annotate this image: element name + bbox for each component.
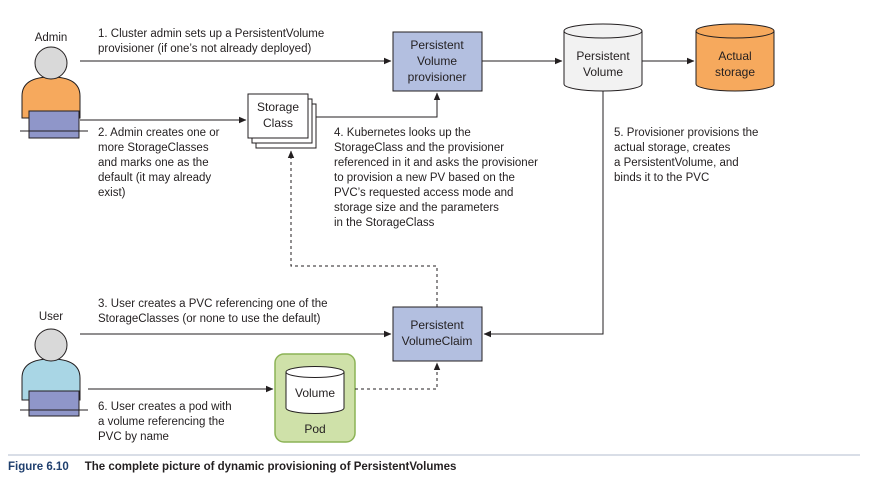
step-4-text: 4. Kubernetes looks up the StorageClass … <box>334 127 538 229</box>
user-actor: User <box>20 311 88 417</box>
step-3-text: 3. User creates a PVC referencing one of… <box>98 298 327 325</box>
storage-class-label-line-2: Class <box>263 116 293 130</box>
pod-box: Pod Volume <box>274 353 356 443</box>
caption-text: The complete picture of dynamic provisio… <box>85 461 457 473</box>
step-2-text: 2. Admin creates one or more StorageClas… <box>98 127 220 199</box>
step-5-text: 5. Provisioner provisions the actual sto… <box>614 127 758 184</box>
user-person-icon <box>20 328 88 417</box>
step-4-line-2: StorageClass and the provisioner <box>334 142 504 154</box>
volume-label: Volume <box>295 386 335 400</box>
pvc-box: Persistent VolumeClaim <box>392 306 483 362</box>
provisioner-label-line-1: Persistent <box>410 38 464 52</box>
dashed-arrow-volume-to-pvc <box>355 362 441 390</box>
step-4-line-5: PVC’s requested access mode and <box>334 187 513 199</box>
arrow-pv-to-pvc <box>483 91 604 338</box>
actual-storage-label-line-1: Actual <box>718 49 751 63</box>
step-2-line-4: default (it may already <box>98 172 211 184</box>
step-6-line-3: PVC by name <box>98 431 169 443</box>
step-3-line-2: StorageClasses (or none to use the defau… <box>98 313 321 325</box>
step-5-line-4: binds it to the PVC <box>614 172 709 184</box>
admin-person-icon <box>20 46 88 139</box>
pvc-label-line-1: Persistent <box>410 318 464 332</box>
admin-actor: Admin <box>20 32 88 139</box>
provisioner-label-line-2: Volume <box>417 54 457 68</box>
provisioner-box: Persistent Volume provisioner <box>392 31 483 92</box>
step-6-text: 6. User creates a pod with a volume refe… <box>98 401 232 443</box>
persistent-volume-label-line-1: Persistent <box>576 49 630 63</box>
step-4-line-3: referenced in it and asks the provisione… <box>334 157 538 169</box>
step-6-line-1: 6. User creates a pod with <box>98 401 232 413</box>
actual-storage-cylinder: Actual storage <box>695 23 775 92</box>
dashed-arrow-pvc-to-storageclass <box>287 150 438 307</box>
actual-storage-label-line-2: storage <box>715 65 755 79</box>
step-4-line-4: to provision a new PV based on the <box>334 172 515 184</box>
provisioner-label-line-3: provisioner <box>408 70 467 84</box>
step-5-line-2: actual storage, creates <box>614 142 731 154</box>
step-2-line-5: exist) <box>98 187 126 199</box>
step-4-line-6: storage size and the parameters <box>334 202 499 214</box>
persistent-volume-label-line-2: Volume <box>583 65 623 79</box>
step-3-line-1: 3. User creates a PVC referencing one of… <box>98 298 327 310</box>
step-4-line-7: in the StorageClass <box>334 217 435 229</box>
user-label: User <box>39 311 63 323</box>
storage-class-stack: Storage Class <box>247 93 317 149</box>
admin-label: Admin <box>35 32 68 44</box>
step-2-line-1: 2. Admin creates one or <box>98 127 220 139</box>
step-2-line-3: and marks one as the <box>98 157 209 169</box>
volume-cylinder: Volume <box>285 366 345 414</box>
step-1-text: 1. Cluster admin sets up a PersistentVol… <box>98 28 324 55</box>
figure-caption: Figure 6.10 The complete picture of dyna… <box>8 457 456 474</box>
step-5-line-1: 5. Provisioner provisions the <box>614 127 758 139</box>
step-1-line-1: 1. Cluster admin sets up a PersistentVol… <box>98 28 324 40</box>
step-1-line-2: provisioner (if one’s not already deploy… <box>98 43 311 55</box>
step-5-line-3: a PersistentVolume, and <box>614 157 739 169</box>
persistent-volume-cylinder: Persistent Volume <box>563 23 643 92</box>
pod-label: Pod <box>304 422 325 436</box>
caption-number: Figure 6.10 <box>8 461 69 473</box>
step-2-line-2: more StorageClasses <box>98 142 209 154</box>
pvc-label-line-2: VolumeClaim <box>402 334 473 348</box>
arrow-storageclass-to-provisioner <box>316 92 441 118</box>
step-6-line-2: a volume referencing the <box>98 416 225 428</box>
storage-class-label-line-1: Storage <box>257 100 299 114</box>
step-4-line-1: 4. Kubernetes looks up the <box>334 127 471 139</box>
